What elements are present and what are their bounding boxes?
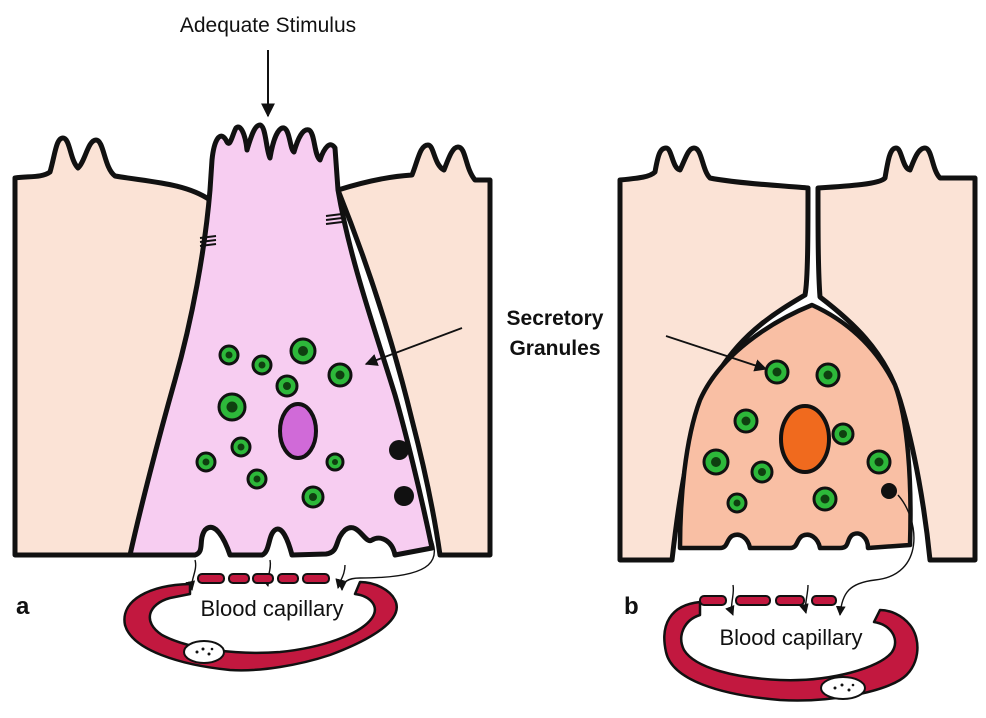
- secretory-granule: [197, 453, 215, 471]
- secretory-granule: [248, 470, 266, 488]
- granules-label-line1: Secretory: [507, 307, 604, 330]
- secretory-granule: [253, 356, 271, 374]
- secretory-granule: [277, 376, 297, 396]
- blood-capillary-a: [124, 574, 396, 670]
- nucleus-b: [781, 406, 829, 472]
- exocytosis-vesicle: [389, 440, 409, 460]
- nucleus-a: [280, 404, 316, 458]
- capillary-label-a: Blood capillary: [200, 596, 343, 621]
- secretory-granule: [220, 346, 238, 364]
- secretory-granule: [291, 339, 315, 363]
- panel-b-diagram: b Blood capillary: [620, 148, 975, 700]
- secretory-granule: [327, 454, 343, 470]
- secretory-granule: [329, 364, 351, 386]
- panel-a-label: a: [16, 593, 30, 620]
- secretory-granule: [868, 451, 890, 473]
- panel-b-label: b: [624, 593, 639, 620]
- secretory-granule: [752, 462, 772, 482]
- secretory-granule: [219, 394, 245, 420]
- exocytosis-vesicle: [394, 486, 414, 506]
- secretory-granule: [814, 488, 836, 510]
- red-blood-cell: [184, 641, 224, 663]
- secretory-granule: [728, 494, 746, 512]
- secretory-granule: [303, 487, 323, 507]
- secretory-granule: [833, 424, 853, 444]
- secretory-granule: [766, 361, 788, 383]
- secretory-granule: [232, 438, 250, 456]
- secretory-granule: [817, 364, 839, 386]
- stimulus-label: Adequate Stimulus: [180, 14, 356, 37]
- capillary-label-b: Blood capillary: [719, 625, 862, 650]
- red-blood-cell: [821, 677, 865, 699]
- secretory-granule: [704, 450, 728, 474]
- panel-a-diagram: Adequate Stimulus a Blood capillary: [15, 14, 490, 670]
- exocytosis-vesicle: [881, 483, 897, 499]
- granules-label-line2: Granules: [509, 337, 600, 360]
- secretory-granule: [735, 410, 757, 432]
